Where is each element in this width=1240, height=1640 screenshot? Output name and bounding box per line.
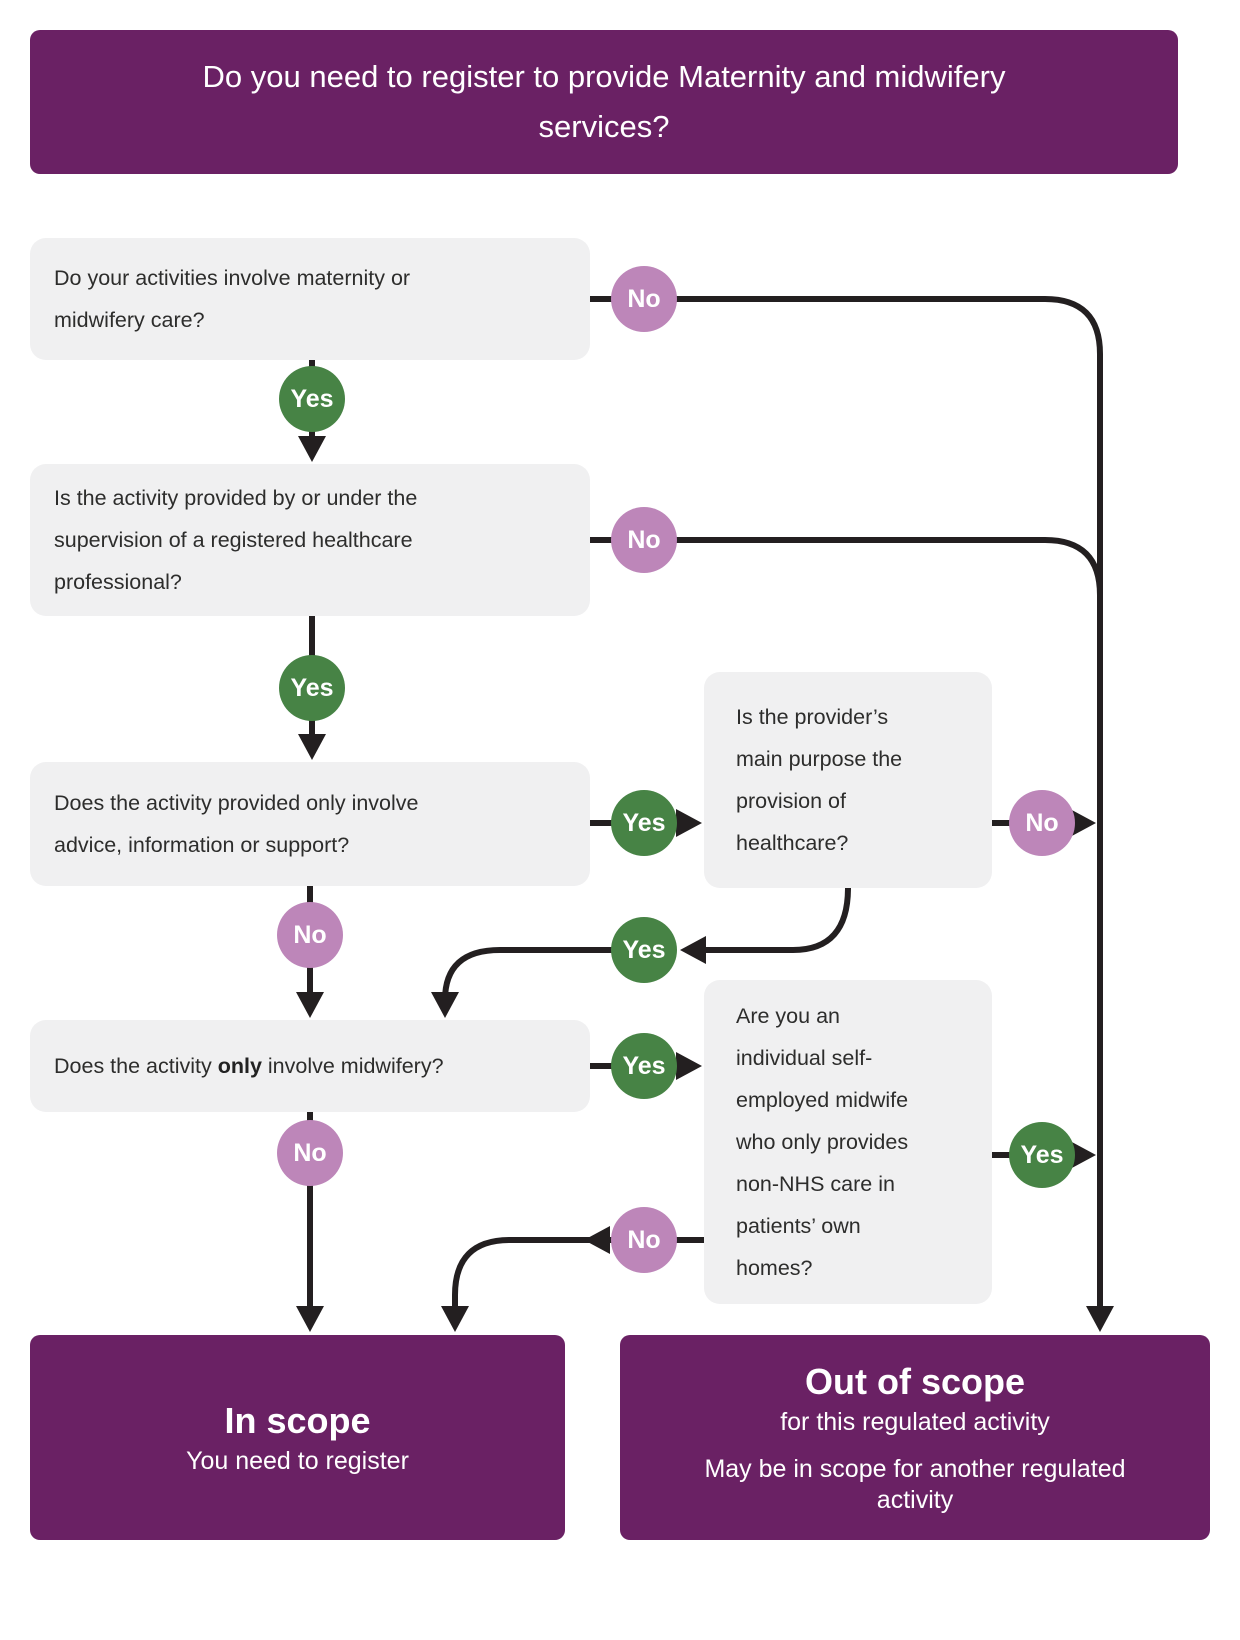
yes-badge: Yes bbox=[611, 917, 677, 983]
out-of-scope-title: Out of scope bbox=[804, 1360, 1025, 1402]
no-badge: No bbox=[611, 507, 677, 573]
question-only-midwifery: Does the activity only involve midwifery… bbox=[30, 1020, 590, 1112]
outcome-out-of-scope: Out of scope for this regulated activity… bbox=[620, 1335, 1210, 1540]
yes-badge: Yes bbox=[279, 655, 345, 721]
yes-badge: Yes bbox=[279, 366, 345, 432]
question-self-employed-midwife: Are you an individual self-employed midw… bbox=[704, 980, 992, 1304]
in-scope-subtitle: You need to register bbox=[186, 1446, 409, 1475]
edge-q2-no-merge bbox=[590, 537, 1103, 596]
arrow-down-into-inscope-left bbox=[296, 1306, 324, 1332]
question-text: Are you an individual self-employed midw… bbox=[736, 1004, 909, 1280]
edge-qa-yes-return-out bbox=[442, 947, 612, 1001]
arrow-down-into-q4-return bbox=[431, 992, 459, 1018]
no-badge: No bbox=[611, 1207, 677, 1273]
arrow-down-into-inscope-right bbox=[441, 1306, 469, 1332]
edge-qa-yes-return-in bbox=[706, 887, 851, 953]
question-text: Does the activity provided only involve … bbox=[54, 791, 419, 857]
arrow-right-into-outline-qa bbox=[1070, 809, 1096, 837]
page-title: Do you need to register to provide Mater… bbox=[202, 59, 1006, 144]
question-advice-information-support: Does the activity provided only involve … bbox=[30, 762, 590, 886]
yes-badge: Yes bbox=[1009, 1122, 1075, 1188]
out-of-scope-note: May be in scope for another regulated ac… bbox=[704, 1454, 1126, 1514]
out-of-scope-subtitle: for this regulated activity bbox=[780, 1407, 1050, 1436]
title-banner: Do you need to register to provide Mater… bbox=[30, 30, 1178, 174]
question-text: Is the provider’s main purpose the provi… bbox=[736, 705, 903, 855]
question-provider-main-purpose: Is the provider’s main purpose the provi… bbox=[704, 672, 992, 888]
outcome-in-scope: In scope You need to register bbox=[30, 1335, 565, 1540]
arrow-left-after-no-return bbox=[584, 1226, 610, 1254]
in-scope-title: In scope bbox=[224, 1399, 371, 1441]
question-text: Do your activities involve maternity or … bbox=[54, 266, 411, 332]
yes-badge: Yes bbox=[611, 1033, 677, 1099]
yes-badge: Yes bbox=[611, 790, 677, 856]
question-text: Does the activity only involve midwifery… bbox=[54, 1054, 444, 1078]
edge-qb-no-to-inscope bbox=[452, 1237, 704, 1306]
arrow-down-into-outscope bbox=[1086, 1306, 1114, 1332]
no-badge: No bbox=[277, 902, 343, 968]
edge-q1-no-to-out bbox=[590, 296, 1103, 1306]
arrow-left-into-yes-return bbox=[680, 936, 706, 964]
arrow-right-into-qa bbox=[676, 809, 702, 837]
arrow-down-into-q4-left bbox=[296, 992, 324, 1018]
no-badge: No bbox=[611, 266, 677, 332]
question-registered-professional: Is the activity provided by or under the… bbox=[30, 464, 590, 616]
question-activities-maternity: Do your activities involve maternity or … bbox=[30, 238, 590, 360]
arrow-down-into-q3 bbox=[298, 734, 326, 760]
no-badge: No bbox=[277, 1120, 343, 1186]
question-text: Is the activity provided by or under the… bbox=[54, 486, 418, 594]
arrow-right-into-qb bbox=[676, 1052, 702, 1080]
arrow-right-into-outline-qb bbox=[1070, 1141, 1096, 1169]
arrow-down-into-q2 bbox=[298, 436, 326, 462]
no-badge: No bbox=[1009, 790, 1075, 856]
